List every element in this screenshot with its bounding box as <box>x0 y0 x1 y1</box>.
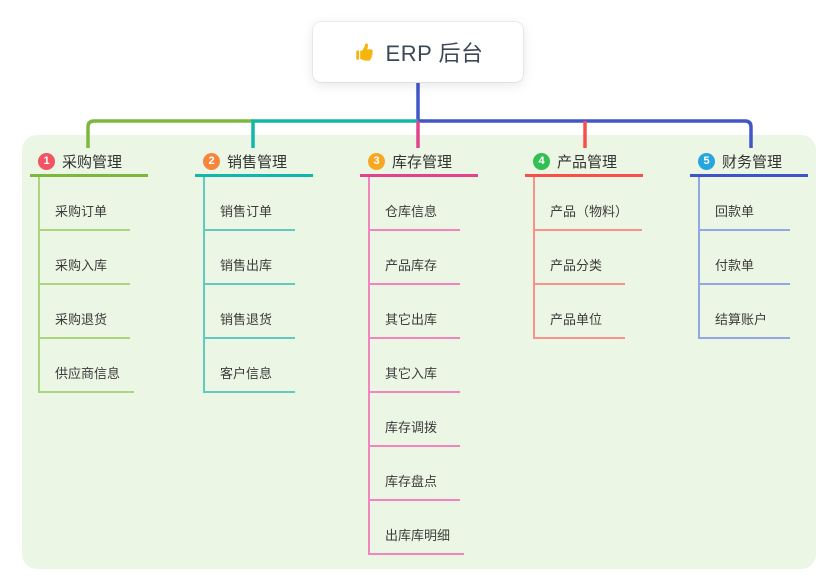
leaf-payment-doc[interactable]: 付款单 <box>698 231 790 285</box>
leaf-warehouse-info[interactable]: 仓库信息 <box>368 177 460 231</box>
branch-purchase-stem-line <box>38 177 40 393</box>
branch-purchase-label: 采购管理 <box>62 153 123 171</box>
root-node[interactable]: ERP 后台 <box>313 22 523 82</box>
leaf-receipt-doc[interactable]: 回款单 <box>698 177 790 231</box>
leaf-other-inbound[interactable]: 其它入库 <box>368 339 460 393</box>
branch-inventory-label: 库存管理 <box>392 153 453 171</box>
leaf-stock-count[interactable]: 库存盘点 <box>368 447 460 501</box>
leaf-supplier-info[interactable]: 供应商信息 <box>38 339 135 393</box>
leaf-product-category[interactable]: 产品分类 <box>533 231 625 285</box>
leaf-sales-order[interactable]: 销售订单 <box>203 177 295 231</box>
branch-inventory: 3 库存管理 仓库信息 产品库存 其它出库 其它入库 库存调拨 库存盘点 出库库… <box>360 148 530 555</box>
badge-2-icon: 2 <box>203 152 220 170</box>
leaf-purchase-order[interactable]: 采购订单 <box>38 177 130 231</box>
branch-purchase-node[interactable]: 1 采购管理 <box>30 148 148 177</box>
branch-product-node[interactable]: 4 产品管理 <box>525 148 643 177</box>
leaf-sales-outbound[interactable]: 销售出库 <box>203 231 295 285</box>
badge-1-icon: 1 <box>38 152 55 170</box>
leaf-other-outbound[interactable]: 其它出库 <box>368 285 460 339</box>
badge-3-icon: 3 <box>368 152 385 170</box>
badge-4-icon: 4 <box>533 152 550 170</box>
branch-finance-label: 财务管理 <box>722 153 783 171</box>
branch-sales-label: 销售管理 <box>227 153 288 171</box>
leaf-outbound-detail[interactable]: 出库库明细 <box>368 501 465 555</box>
leaf-product-unit[interactable]: 产品单位 <box>533 285 625 339</box>
leaf-purchase-return[interactable]: 采购退货 <box>38 285 130 339</box>
branch-inventory-stem-line <box>368 177 370 555</box>
leaf-product-stock[interactable]: 产品库存 <box>368 231 460 285</box>
leaf-purchase-inbound[interactable]: 采购入库 <box>38 231 130 285</box>
leaf-settlement-account[interactable]: 结算账户 <box>698 285 790 339</box>
leaf-sales-return[interactable]: 销售退货 <box>203 285 295 339</box>
thumbs-up-icon <box>353 41 376 64</box>
root-node-label: ERP 后台 <box>385 41 484 66</box>
branch-finance-stem-line <box>698 177 700 339</box>
leaf-stock-transfer[interactable]: 库存调拨 <box>368 393 460 447</box>
branch-product-stem-line <box>533 177 535 339</box>
leaf-product-material[interactable]: 产品（物料） <box>533 177 643 231</box>
branch-sales: 2 销售管理 销售订单 销售出库 销售退货 客户信息 <box>195 148 365 393</box>
branch-product-label: 产品管理 <box>557 153 618 171</box>
branch-inventory-node[interactable]: 3 库存管理 <box>360 148 478 177</box>
branch-product: 4 产品管理 产品（物料） 产品分类 产品单位 <box>525 148 695 339</box>
branch-finance: 5 财务管理 回款单 付款单 结算账户 <box>690 148 839 339</box>
badge-5-icon: 5 <box>698 152 715 170</box>
canvas-panel <box>22 135 816 569</box>
branch-sales-node[interactable]: 2 销售管理 <box>195 148 313 177</box>
branch-finance-node[interactable]: 5 财务管理 <box>690 148 808 177</box>
branch-purchase: 1 采购管理 采购订单 采购入库 采购退货 供应商信息 <box>30 148 200 393</box>
branch-sales-stem-line <box>203 177 205 393</box>
leaf-customer-info[interactable]: 客户信息 <box>203 339 295 393</box>
